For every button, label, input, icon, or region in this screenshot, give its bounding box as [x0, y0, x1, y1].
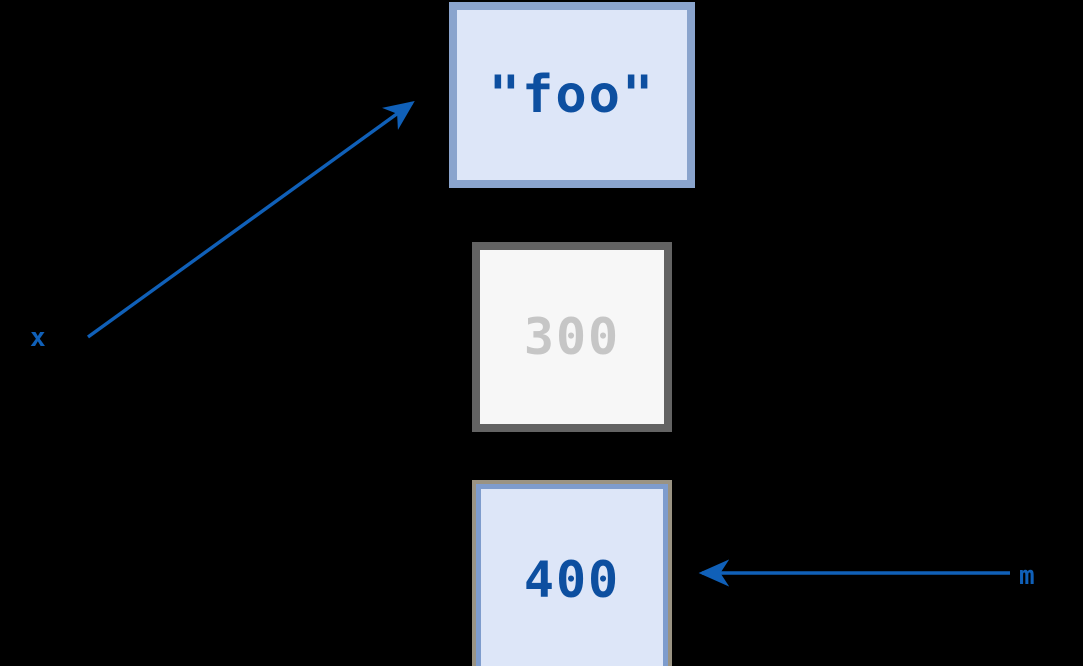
- variable-label-m: m: [1019, 561, 1035, 591]
- variable-label-x: x: [30, 323, 46, 353]
- arrow-x-to-foo: [87, 101, 415, 339]
- value-box-400-label: 400: [476, 484, 668, 666]
- value-box-300: 300: [472, 242, 672, 432]
- value-box-400: 400: [472, 480, 672, 666]
- value-box-foo: "foo": [449, 2, 695, 188]
